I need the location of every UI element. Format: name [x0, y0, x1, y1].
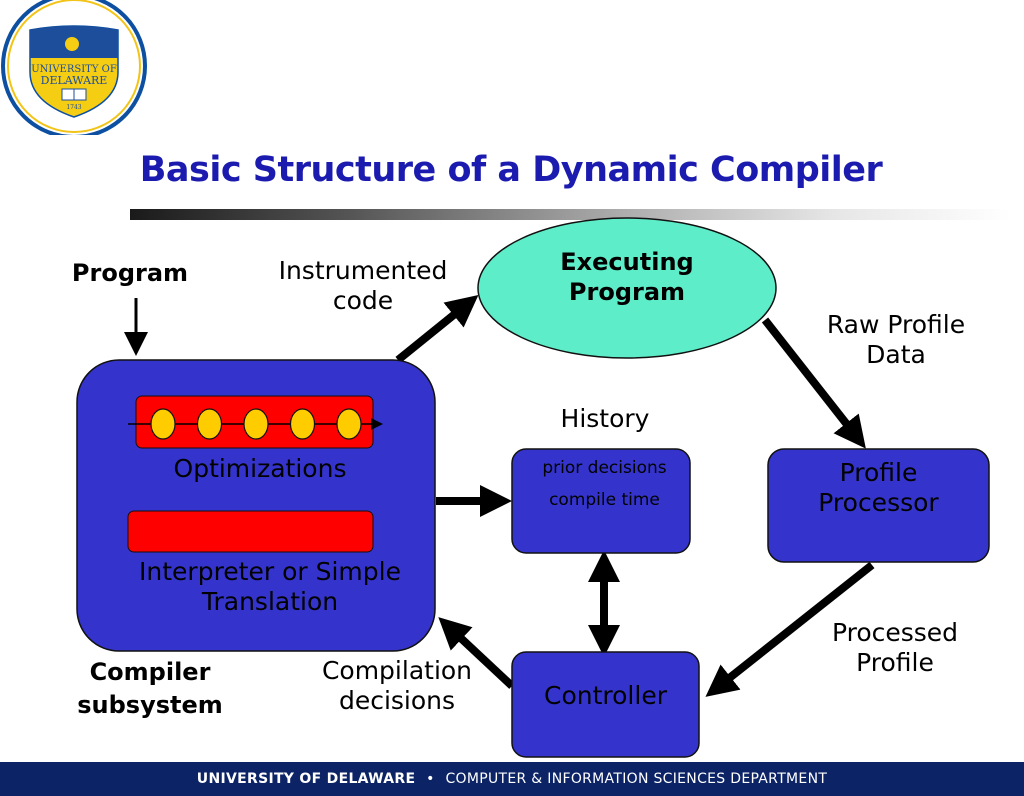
logo-text-line2: DELAWARE	[41, 74, 108, 87]
footer-university: UNIVERSITY OF DELAWARE	[196, 771, 416, 787]
processed-profile-line1: Processed	[831, 618, 959, 647]
profile-processor-line2: Processor	[818, 488, 939, 517]
footer-text: UNIVERSITY OF DELAWARE • COMPUTER & INFO…	[0, 771, 1024, 787]
raw-profile-data-line1: Raw Profile	[826, 310, 966, 339]
executing-program-label: Executing Program	[527, 247, 727, 307]
optimizations-label: Optimizations	[173, 454, 347, 483]
controller-label: Controller	[544, 681, 667, 710]
footer-department: COMPUTER & INFORMATION SCIENCES DEPARTME…	[445, 771, 828, 787]
processed-profile-label: Processed Profile	[800, 618, 990, 678]
profile-processor-label: Profile Processor	[768, 458, 989, 518]
title-divider	[130, 209, 1010, 220]
compilation-decisions-label: Compilation decisions	[300, 656, 494, 716]
instrumented-code-line2: code	[332, 286, 394, 315]
optimization-stage-1	[150, 408, 176, 440]
compilation-decisions-line1: Compilation	[321, 656, 473, 685]
raw-profile-data-line2: Data	[866, 340, 926, 369]
profile-processor-line1: Profile	[839, 458, 918, 487]
compilation-decisions-line2: decisions	[338, 686, 456, 715]
arrow-profile-processor-to-controller	[705, 561, 875, 697]
footer-bar: UNIVERSITY OF DELAWARE • COMPUTER & INFO…	[0, 762, 1024, 796]
sun-icon	[65, 37, 79, 51]
optimization-stage-3	[243, 408, 269, 440]
compiler-subsystem-line2: subsystem	[77, 691, 223, 719]
history-box-text: prior decisions compile time	[512, 452, 697, 516]
history-compile-time: compile time	[549, 490, 660, 510]
logo-year: 1743	[66, 104, 81, 111]
optimization-stage-5	[336, 408, 362, 440]
raw-profile-data-label: Raw Profile Data	[796, 310, 996, 370]
footer-separator: •	[426, 771, 435, 787]
interpreter-line1: Interpreter or Simple	[139, 557, 401, 586]
instrumented-code-label: Instrumented code	[250, 256, 476, 316]
history-label: History	[560, 404, 650, 433]
processed-profile-line2: Profile	[856, 648, 934, 677]
compiler-subsystem-line1: Compiler	[89, 658, 211, 686]
controller-node	[511, 651, 700, 758]
history-node	[511, 448, 691, 554]
executing-program-node	[477, 217, 777, 359]
logo-text-line1: UNIVERSITY OF	[31, 64, 117, 75]
history-prior-decisions: prior decisions	[542, 458, 667, 478]
arrow-compiler-to-executing	[395, 294, 479, 364]
optimization-stage-2	[196, 408, 223, 440]
interpreter-block	[127, 510, 374, 553]
arrow-controller-to-compiler	[438, 617, 515, 689]
executing-program-line1: Executing	[560, 248, 694, 276]
arrow-executing-to-profile-processor	[761, 317, 866, 449]
program-label: Program	[71, 259, 189, 287]
profile-processor-node	[767, 448, 990, 563]
interpreter-line2: Translation	[201, 587, 339, 616]
instrumented-code-line1: Instrumented	[278, 256, 448, 285]
slide-title: Basic Structure of a Dynamic Compiler	[139, 150, 883, 190]
optimization-stage-4	[289, 408, 316, 440]
university-logo: UNIVERSITY OF DELAWARE 1743	[1, 0, 147, 135]
executing-program-line2: Program	[568, 278, 686, 306]
interpreter-label: Interpreter or Simple Translation	[96, 557, 444, 617]
compiler-subsystem-label: Compiler subsystem	[60, 656, 240, 722]
